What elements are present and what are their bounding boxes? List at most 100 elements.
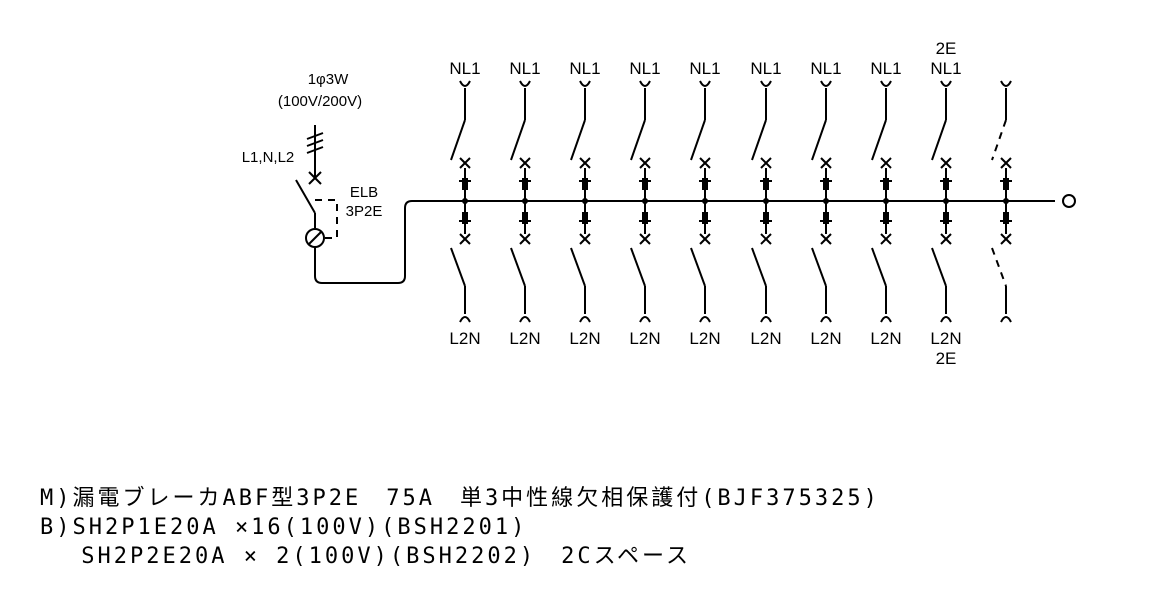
branch-top-label: NL1	[750, 59, 781, 78]
upper-switch-blade	[871, 119, 887, 161]
spec-line-branch-breaker-2: SH2P2E20A × 2(100V)(BSH2202) 2Cスペース	[40, 544, 691, 569]
busbar-end-terminal	[1062, 194, 1076, 208]
bottom-terminal	[699, 316, 711, 323]
upper-switch-blade	[630, 119, 646, 161]
bottom-terminal	[1000, 316, 1012, 323]
branch-bottom-label: L2N	[930, 329, 961, 348]
branch-circuits: NL1L2NNL1L2NNL1L2NNL1L2NNL1L2NNL1L2NNL1L…	[449, 39, 1012, 368]
top-terminal	[820, 80, 832, 87]
busbar-junction	[522, 198, 528, 204]
top-terminal	[940, 80, 952, 87]
lower-switch-blade	[931, 247, 947, 287]
lower-switch-blade	[510, 247, 526, 287]
top-terminal	[519, 80, 531, 87]
upper-plug-in	[642, 178, 648, 190]
spec-line-main-breaker: M)漏電ブレーカABF型3P2E 75A 単3中性線欠相保護付(BJF37532…	[40, 486, 880, 511]
branch-bottom-label: L2N	[449, 329, 480, 348]
busbar-junction	[1003, 198, 1009, 204]
main-breaker-name: ELB	[350, 184, 378, 201]
top-terminal	[880, 80, 892, 87]
upper-plug-in	[943, 178, 949, 190]
upper-switch-blade	[450, 119, 466, 161]
supply-voltage-label: (100V/200V)	[278, 93, 362, 110]
bottom-terminal	[940, 316, 952, 323]
lower-switch-blade	[871, 247, 887, 287]
lower-plug-in	[522, 212, 528, 224]
branch-bottom-label: L2N	[870, 329, 901, 348]
busbar-junction	[943, 198, 949, 204]
bottom-terminal	[880, 316, 892, 323]
branch-bottom-label: L2N	[689, 329, 720, 348]
busbar-junction	[763, 198, 769, 204]
top-terminal	[579, 80, 591, 87]
bottom-terminal	[459, 316, 471, 323]
bottom-terminal	[579, 316, 591, 323]
branch-bottom-label: L2N	[509, 329, 540, 348]
top-terminal	[459, 80, 471, 87]
branch-top-label: NL1	[689, 59, 720, 78]
branch-bottom-label: L2N	[569, 329, 600, 348]
top-terminal	[760, 80, 772, 87]
busbar-junction	[883, 198, 889, 204]
top-terminal	[1000, 80, 1012, 87]
bottom-terminal	[519, 316, 531, 323]
lower-switch-blade	[991, 247, 1007, 287]
branch-top-label: NL1	[810, 59, 841, 78]
branch-bottom-label: L2N	[750, 329, 781, 348]
bottom-terminal	[820, 316, 832, 323]
branch-circuit	[991, 80, 1012, 323]
upper-plug-in	[1003, 178, 1009, 190]
bottom-terminal	[760, 316, 772, 323]
lower-switch-blade	[690, 247, 706, 287]
lower-plug-in	[582, 212, 588, 224]
branch-bottom-label: L2N	[810, 329, 841, 348]
busbar-junction	[702, 198, 708, 204]
branch-bottom-label: L2N	[629, 329, 660, 348]
busbar-junction	[642, 198, 648, 204]
top-terminal	[699, 80, 711, 87]
branch-bottom-extra-label: 2E	[936, 349, 957, 368]
lower-switch-blade	[811, 247, 827, 287]
supply-phase-label: 1φ3W	[308, 71, 349, 88]
lower-plug-in	[943, 212, 949, 224]
branch-top-extra-label: 2E	[936, 39, 957, 58]
branch-top-label: NL1	[569, 59, 600, 78]
lower-switch-blade	[630, 247, 646, 287]
branch-top-label: NL1	[629, 59, 660, 78]
supply-lines-label: L1,N,L2	[242, 149, 295, 166]
upper-plug-in	[823, 178, 829, 190]
lower-plug-in	[642, 212, 648, 224]
upper-plug-in	[702, 178, 708, 190]
busbar-junction	[823, 198, 829, 204]
upper-switch-blade	[570, 119, 586, 161]
branch-top-label: NL1	[930, 59, 961, 78]
upper-switch-blade	[690, 119, 706, 161]
main-breaker-poles: 3P2E	[346, 203, 383, 220]
lower-plug-in	[1003, 212, 1009, 224]
bottom-terminal	[639, 316, 651, 323]
upper-plug-in	[522, 178, 528, 190]
busbar-junction	[462, 198, 468, 204]
upper-switch-blade	[931, 119, 947, 161]
top-terminal	[639, 80, 651, 87]
upper-switch-blade	[510, 119, 526, 161]
incoming-feeder	[306, 125, 324, 185]
spec-line-branch-breaker-1: B)SH2P1E20A ×16(100V)(BSH2201)	[40, 515, 527, 540]
upper-switch-blade	[751, 119, 767, 161]
busbar-junction	[582, 198, 588, 204]
branch-top-label: NL1	[509, 59, 540, 78]
upper-switch-blade	[811, 119, 827, 161]
branch-top-label: NL1	[449, 59, 480, 78]
upper-plug-in	[462, 178, 468, 190]
main-elb-symbol	[295, 179, 1076, 284]
